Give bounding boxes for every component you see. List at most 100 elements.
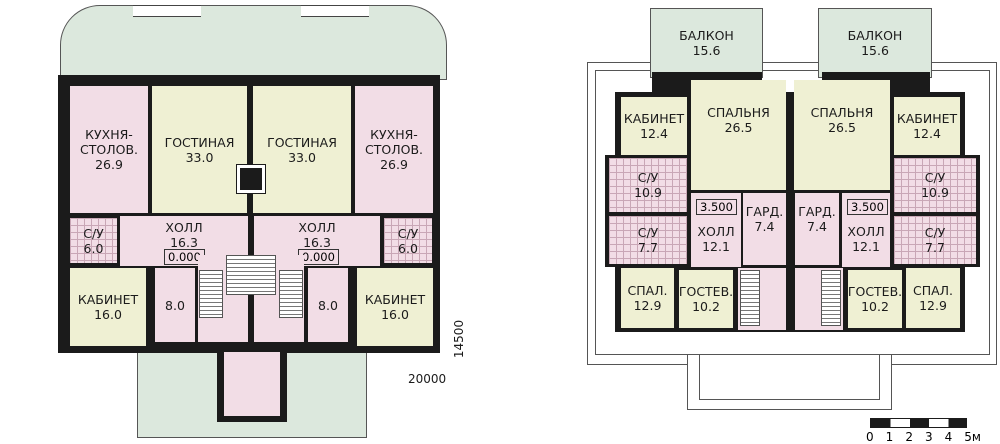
- room-label: ХОЛЛ: [697, 224, 735, 239]
- room-label: СПАЛ.: [627, 283, 668, 298]
- room-kitchen-right: КУХНЯ-СТОЛОВ.26.9: [355, 86, 433, 213]
- room-label: СТОЛОВ.: [80, 142, 138, 157]
- room-area: 26.9: [380, 157, 408, 172]
- room-bedroom-small-left: СПАЛ.12.9: [621, 268, 674, 328]
- room-area: 16.0: [94, 307, 122, 322]
- staircase: [226, 255, 276, 295]
- room-area: 7.7: [925, 240, 945, 255]
- room-label: СПАЛЬНЯ: [810, 105, 874, 120]
- room-label: ГАРД.: [798, 204, 836, 219]
- room-label: С/У: [637, 170, 659, 185]
- room-area: 6.0: [398, 240, 418, 256]
- room-label: ГОСТИНАЯ: [267, 134, 337, 150]
- room-label: КУХНЯ-: [85, 127, 133, 142]
- scale-labels: 0 1 2 3 4 5м: [866, 430, 981, 444]
- room-label: С/У: [924, 225, 946, 240]
- room-label: СПАЛ.: [912, 283, 954, 298]
- room-area: 7.7: [638, 240, 658, 255]
- room-kitchen-left: КУХНЯ-СТОЛОВ.26.9: [70, 86, 148, 213]
- staircase: [279, 270, 303, 318]
- room-label: С/У: [637, 225, 659, 240]
- room-label: КАБИНЕТ: [364, 292, 426, 307]
- room-area: 16.3: [303, 235, 331, 250]
- room-label: ГОСТЕВ.: [847, 284, 903, 299]
- room-area: 12.9: [919, 298, 947, 313]
- room-label: С/У: [397, 225, 419, 241]
- room-label: ГОСТИНАЯ: [164, 134, 235, 150]
- level-mark: 0.000: [298, 249, 339, 265]
- scale-tick: 4: [944, 430, 953, 444]
- room-area: 16.3: [170, 235, 198, 250]
- porch-roof-inner: [699, 355, 880, 400]
- scale-tick: 3: [924, 430, 933, 444]
- roof-outline-inner: [595, 70, 990, 355]
- room-area: 10.9: [634, 185, 662, 200]
- room-label: ХОЛЛ: [847, 224, 885, 239]
- room-label: КУХНЯ-: [370, 127, 418, 142]
- dimension-width: 20000: [408, 372, 447, 386]
- room-wardrobe-right: ГАРД.7.4: [795, 193, 839, 265]
- level-mark: 0.000: [164, 249, 205, 265]
- room-area: 12.4: [640, 126, 668, 141]
- room-label: БАЛКОН: [679, 28, 734, 43]
- scale-tick: 2: [905, 430, 913, 444]
- scale-bar: [870, 418, 967, 428]
- room-small-left: 8.0: [155, 268, 195, 342]
- vestibule: [224, 352, 280, 416]
- room-area: 12.1: [702, 239, 730, 254]
- terrace-door: [301, 5, 369, 17]
- room-area: 7.4: [807, 219, 827, 234]
- room-guest-right: ГОСТЕВ.10.2: [848, 270, 902, 328]
- room-area: 8.0: [318, 297, 338, 313]
- room-label: КАБИНЕТ: [896, 111, 958, 126]
- room-bedroom-small-right: СПАЛ.12.9: [906, 268, 960, 328]
- room-guest-left: ГОСТЕВ.10.2: [679, 270, 733, 328]
- scale-tick: 1: [885, 430, 894, 444]
- scale-tick: 0: [866, 430, 874, 444]
- room-area: 26.5: [724, 120, 753, 135]
- terrace-door: [133, 5, 201, 17]
- level-mark: 3.500: [847, 199, 888, 215]
- porch-roof-outline: [687, 355, 892, 410]
- room-area: 12.1: [852, 239, 880, 254]
- room-area: 12.4: [913, 126, 941, 141]
- room-label: БАЛКОН: [847, 28, 903, 43]
- room-area: 33.0: [185, 149, 214, 165]
- dimension-depth: 14500: [452, 319, 467, 359]
- scale-tick: 5м: [964, 430, 981, 444]
- room-label: С/У: [83, 225, 104, 241]
- staircase: [740, 270, 760, 326]
- room-label: ГОСТЕВ.: [678, 284, 734, 299]
- room-label: СПАЛЬНЯ: [707, 105, 770, 120]
- room-area: 7.4: [754, 219, 775, 234]
- room-area: 33.0: [288, 149, 316, 165]
- staircase: [199, 270, 223, 318]
- room-area: 10.2: [861, 299, 889, 314]
- room-label: ХОЛЛ: [165, 220, 203, 235]
- level-mark: 3.500: [696, 199, 737, 215]
- room-area: 12.9: [633, 298, 662, 313]
- room-area: 6.0: [83, 240, 104, 256]
- staircase: [821, 270, 841, 326]
- room-label: ГАРД.: [745, 204, 784, 219]
- room-area: 10.9: [921, 185, 949, 200]
- room-area: 26.9: [95, 157, 123, 172]
- room-area: 16.0: [381, 307, 409, 322]
- room-area: 15.6: [692, 43, 721, 58]
